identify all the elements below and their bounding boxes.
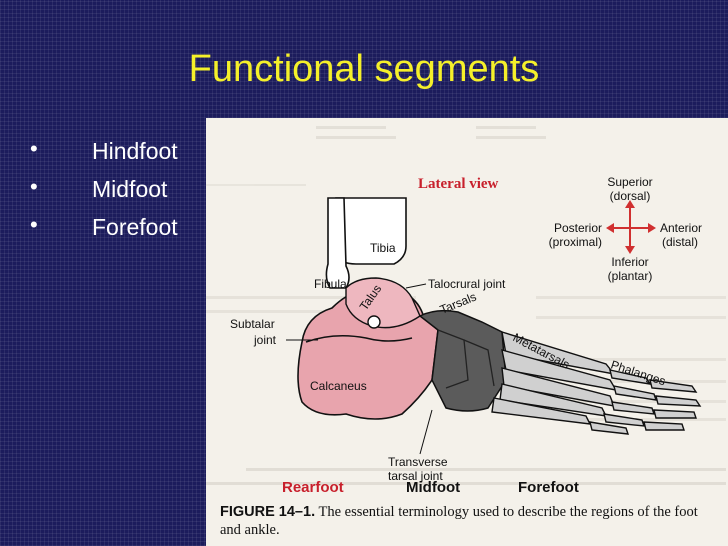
- superior-sublabel: (dorsal): [610, 189, 651, 203]
- foot-diagram: Lateral view Superior (dorsal) Posterior…: [206, 126, 726, 496]
- calcaneus-label: Calcaneus: [310, 379, 367, 393]
- talocrural-label: Talocrural joint: [428, 277, 506, 291]
- figure-caption: FIGURE 14–1. The essential terminology u…: [220, 503, 720, 539]
- fibula-label: Fibula: [314, 277, 347, 291]
- subtalar-joint-line: [305, 334, 413, 343]
- rearfoot-region-label: Rearfoot: [282, 479, 344, 496]
- lateral-view-title: Lateral view: [418, 176, 499, 192]
- bullet-marker: •: [30, 212, 38, 237]
- subtalar-label-2: joint: [253, 333, 277, 347]
- caption-label: FIGURE 14–1.: [220, 504, 316, 520]
- bullet-marker: •: [30, 136, 38, 161]
- anterior-sublabel: (distal): [662, 235, 698, 249]
- superior-label: Superior: [607, 175, 652, 189]
- caption-text: The essential terminology used to descri…: [220, 504, 698, 538]
- posterior-sublabel: (proximal): [549, 235, 602, 249]
- posterior-label: Posterior: [554, 221, 602, 235]
- tibia-label: Tibia: [370, 241, 396, 255]
- forefoot-bones: [491, 330, 702, 435]
- orientation-compass: Superior (dorsal) Posterior (proximal) A…: [549, 175, 702, 283]
- subtalar-label: Subtalar: [230, 317, 275, 331]
- transverse-label: Transverse: [388, 455, 448, 469]
- forefoot-region-label: Forefoot: [518, 479, 579, 496]
- phalanges-label: Phalanges: [609, 358, 667, 389]
- bullet-text: Forefoot: [92, 214, 178, 240]
- inferior-label: Inferior: [611, 255, 648, 269]
- slide-title: Functional segments: [188, 48, 540, 90]
- bullet-marker: •: [30, 174, 38, 199]
- midfoot-tarsals: [418, 309, 507, 412]
- midfoot-region-label: Midfoot: [406, 479, 460, 496]
- anterior-label: Anterior: [660, 221, 702, 235]
- transverse-label-2: tarsal joint: [388, 469, 443, 483]
- bullet-text: Hindfoot: [92, 138, 178, 164]
- inferior-sublabel: (plantar): [608, 269, 653, 283]
- foot-anatomy-figure: Lateral view Superior (dorsal) Posterior…: [206, 118, 728, 546]
- talus-marker: [367, 315, 381, 329]
- bullet-text: Midfoot: [92, 176, 168, 202]
